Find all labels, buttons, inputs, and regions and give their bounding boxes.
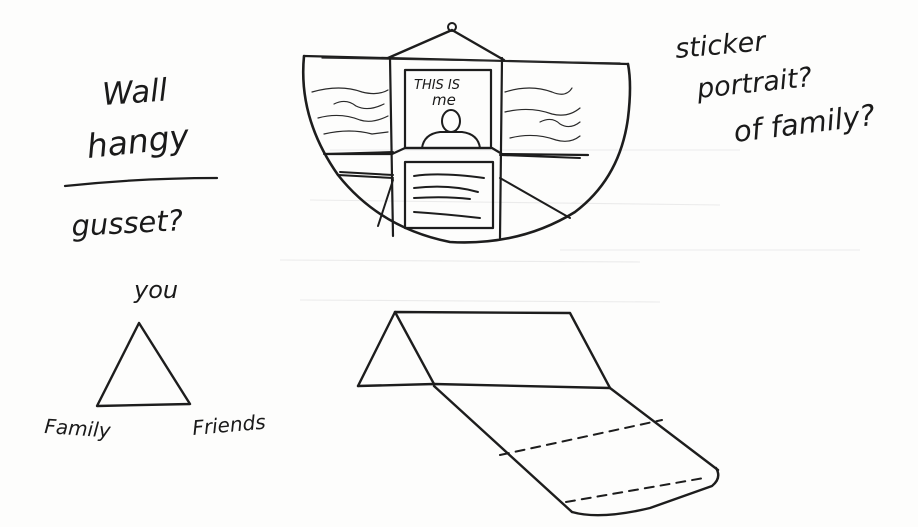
fold-flap-end: [572, 468, 718, 515]
note-of-family: of family?: [732, 98, 877, 149]
note-portrait: portrait?: [694, 62, 813, 105]
hanging-peak: [388, 30, 504, 60]
fold-dash-upper: [500, 420, 662, 455]
note-gusset: gusset?: [71, 203, 184, 243]
divider-line: [65, 178, 217, 186]
triangle-label-friends: Friends: [191, 410, 266, 440]
left-scribble-low: [324, 131, 388, 134]
triangle-label-family: Family: [44, 414, 113, 443]
pocket-line-1: [414, 174, 484, 178]
left-scribble-top: [312, 88, 388, 94]
person-shoulders: [422, 132, 480, 148]
semicircle-outline: [303, 56, 630, 242]
right-scribble-top: [505, 88, 572, 94]
right-scribble-wave: [540, 119, 580, 126]
semicircle-top-edge-second-stroke: [322, 58, 620, 63]
wall-hanging-sketch: THIS IS me: [303, 23, 630, 242]
center-column-right: [500, 58, 502, 238]
note-hanging: hangy: [85, 116, 192, 166]
fold-tent-inner: [395, 312, 434, 384]
pocket-line-3: [414, 197, 470, 199]
note-sticker: sticker: [674, 26, 769, 65]
fold-flap-right: [610, 388, 718, 470]
spoke-right-diag: [500, 178, 570, 218]
note-wall: Wall: [101, 72, 169, 112]
triangle-shape: [97, 323, 190, 406]
fold-tent: [358, 312, 610, 388]
left-scribble-wave: [334, 101, 384, 108]
pocket-line-2: [414, 187, 478, 192]
portrait-text-line2: me: [432, 91, 456, 109]
left-scribble-mid: [318, 115, 388, 121]
right-scribble-low: [510, 135, 580, 141]
pocket-line-4: [414, 212, 480, 218]
person-head: [442, 110, 460, 132]
gusset-fold-sketch: [358, 312, 718, 515]
right-scribble-mid: [505, 108, 580, 115]
triangle-label-you: you: [133, 276, 178, 304]
fold-tent-base: [358, 384, 610, 388]
fold-flap-left: [434, 386, 572, 512]
relationship-triangle: you Family Friends: [44, 276, 267, 443]
fold-dash-lower: [566, 478, 704, 502]
center-column-left: [390, 58, 393, 236]
